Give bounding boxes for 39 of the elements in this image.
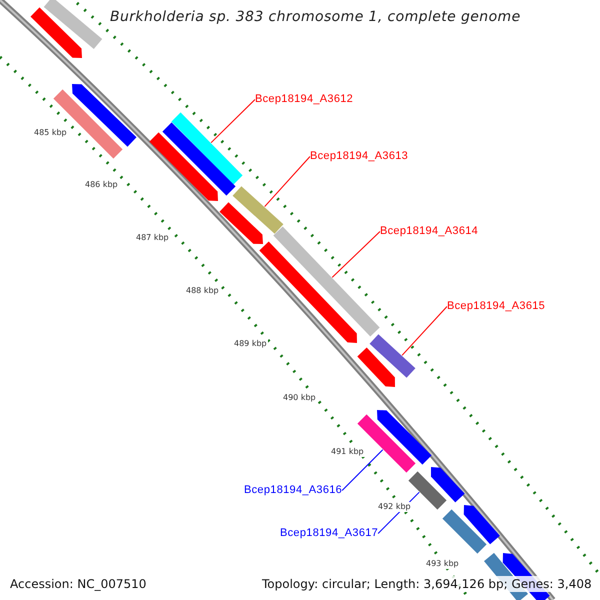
gene-block (171, 112, 243, 185)
gene-label: Bcep18194_A3613 (310, 151, 408, 162)
gene-label: Bcep18194_A3616 (244, 485, 342, 496)
gene-block (30, 7, 82, 58)
gene-block (72, 84, 136, 147)
leader-line (342, 449, 384, 491)
gene-label: Bcep18194_A3615 (447, 301, 546, 312)
leader-line (264, 156, 310, 208)
gene-block (370, 334, 416, 378)
tick-label: 487 kbp (135, 233, 170, 243)
gene-block (232, 186, 284, 234)
tick-label: 488 kbp (185, 286, 220, 296)
tick-label: 485 kbp (33, 128, 68, 138)
gene-block (357, 348, 395, 387)
gene-block (273, 226, 380, 336)
gene-block (149, 132, 218, 201)
gene-block (162, 122, 236, 196)
gene-block (464, 505, 500, 544)
tick-label: 490 kbp (282, 393, 317, 403)
gene-label: Bcep18194_A3614 (380, 226, 478, 237)
genome-info-text: Topology: circular; Length: 3,694,126 bp; Genes: 3,408 (260, 576, 594, 592)
tick-label: 493 kbp (425, 559, 460, 569)
gene-label: Bcep18194_A3612 (255, 94, 354, 105)
gene-block (442, 509, 487, 554)
gene-block (53, 89, 123, 159)
map-title: Burkholderia sp. 383 chromosome 1, complete genome (110, 10, 521, 24)
accession-text: Accession: NC_007510 (8, 576, 148, 592)
tick-label: 491 kbp (330, 447, 365, 457)
leader-line (210, 99, 256, 144)
gene-block (431, 467, 465, 502)
gene-block (44, 0, 102, 49)
leader-line (332, 231, 380, 278)
gene-block (377, 410, 432, 465)
gene-label: Bcep18194_A3617 (280, 528, 378, 539)
gene-block (220, 202, 263, 244)
tick-label: 489 kbp (233, 339, 268, 349)
leader-line (402, 306, 448, 356)
tick-label: 486 kbp (84, 180, 119, 190)
tick-label: 492 kbp (377, 502, 412, 512)
